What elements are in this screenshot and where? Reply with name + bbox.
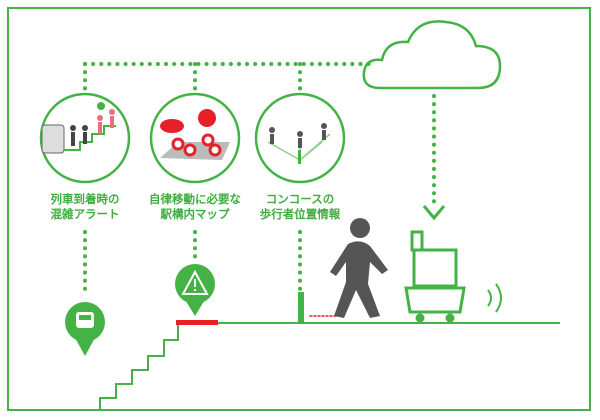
hazard-marker (176, 320, 218, 325)
pedestrian-position-illustration (267, 123, 331, 164)
label-station-map: 自律移動に必要な駅構内マップ (135, 192, 255, 222)
crowd-alert-illustration (41, 102, 116, 154)
sensor-post (298, 292, 304, 322)
frame (7, 7, 591, 411)
label-pedestrian-position: コンコースの歩行者位置情報 (240, 192, 360, 222)
cloud-icon (362, 20, 502, 90)
label-line: 列車到着時の (50, 192, 120, 206)
label-line: 混雑アラート (50, 207, 120, 221)
stairs (99, 323, 179, 410)
label-line: コンコースの (265, 192, 335, 206)
label-line: 歩行者位置情報 (259, 207, 341, 221)
data-link-lines (83, 62, 436, 317)
label-line: 駅構内マップ (160, 207, 230, 221)
info-circles (39, 92, 346, 184)
train-pin-icon (65, 302, 105, 356)
robot-icon (404, 230, 502, 323)
warning-pin-icon (175, 264, 215, 316)
station-map-illustration (160, 109, 230, 160)
label-crowd-alert: 列車到着時の混雑アラート (25, 192, 145, 222)
label-line: 自律移動に必要な (149, 192, 241, 206)
pedestrian-icon (330, 218, 388, 318)
arrow-down-icon (422, 205, 446, 221)
